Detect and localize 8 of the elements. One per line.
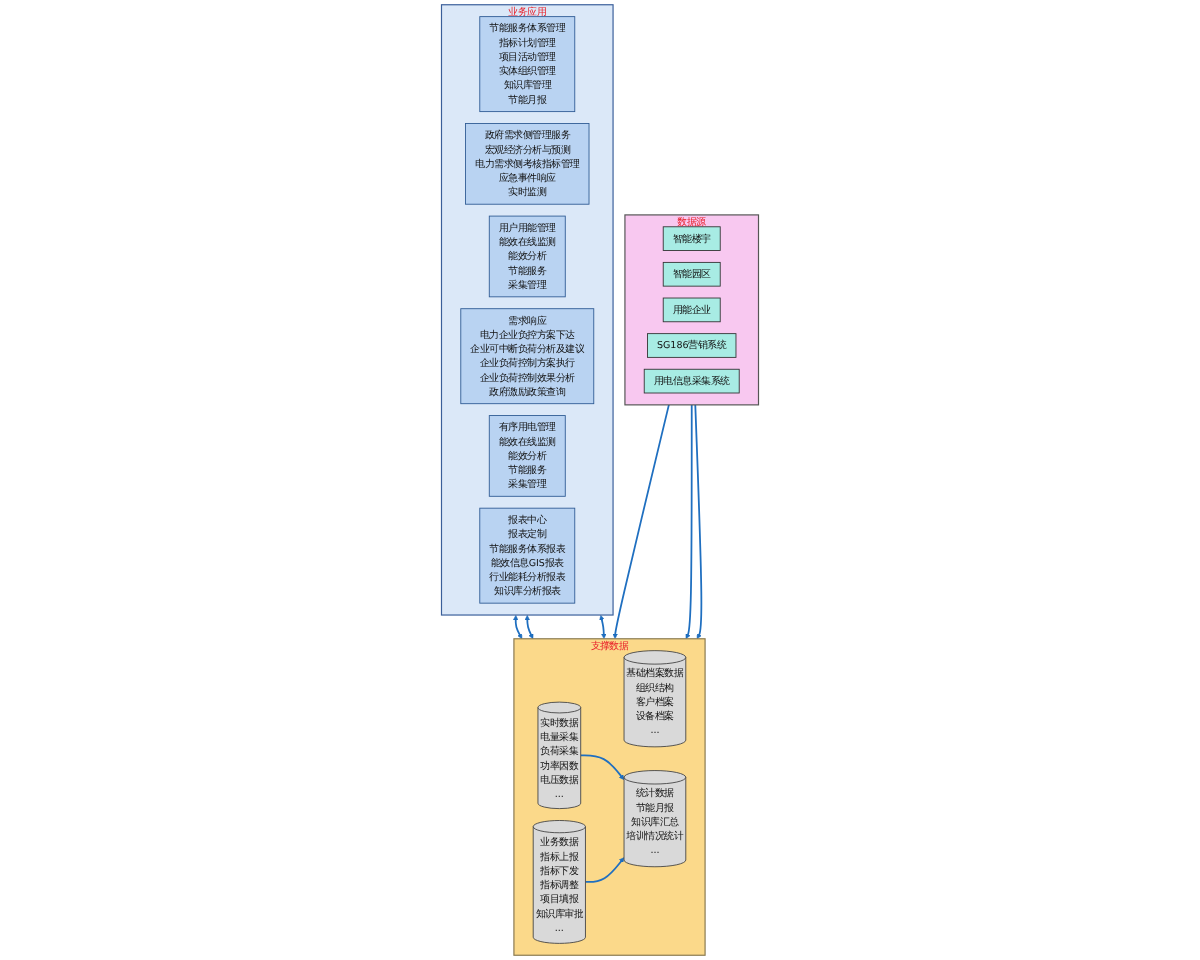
arrow — [584, 857, 625, 883]
arrow — [612, 404, 670, 639]
arrow — [685, 404, 693, 639]
arrow — [599, 615, 607, 639]
arrow — [513, 615, 523, 639]
arrow — [579, 754, 625, 780]
arrow — [524, 615, 534, 639]
arrow — [694, 404, 703, 639]
